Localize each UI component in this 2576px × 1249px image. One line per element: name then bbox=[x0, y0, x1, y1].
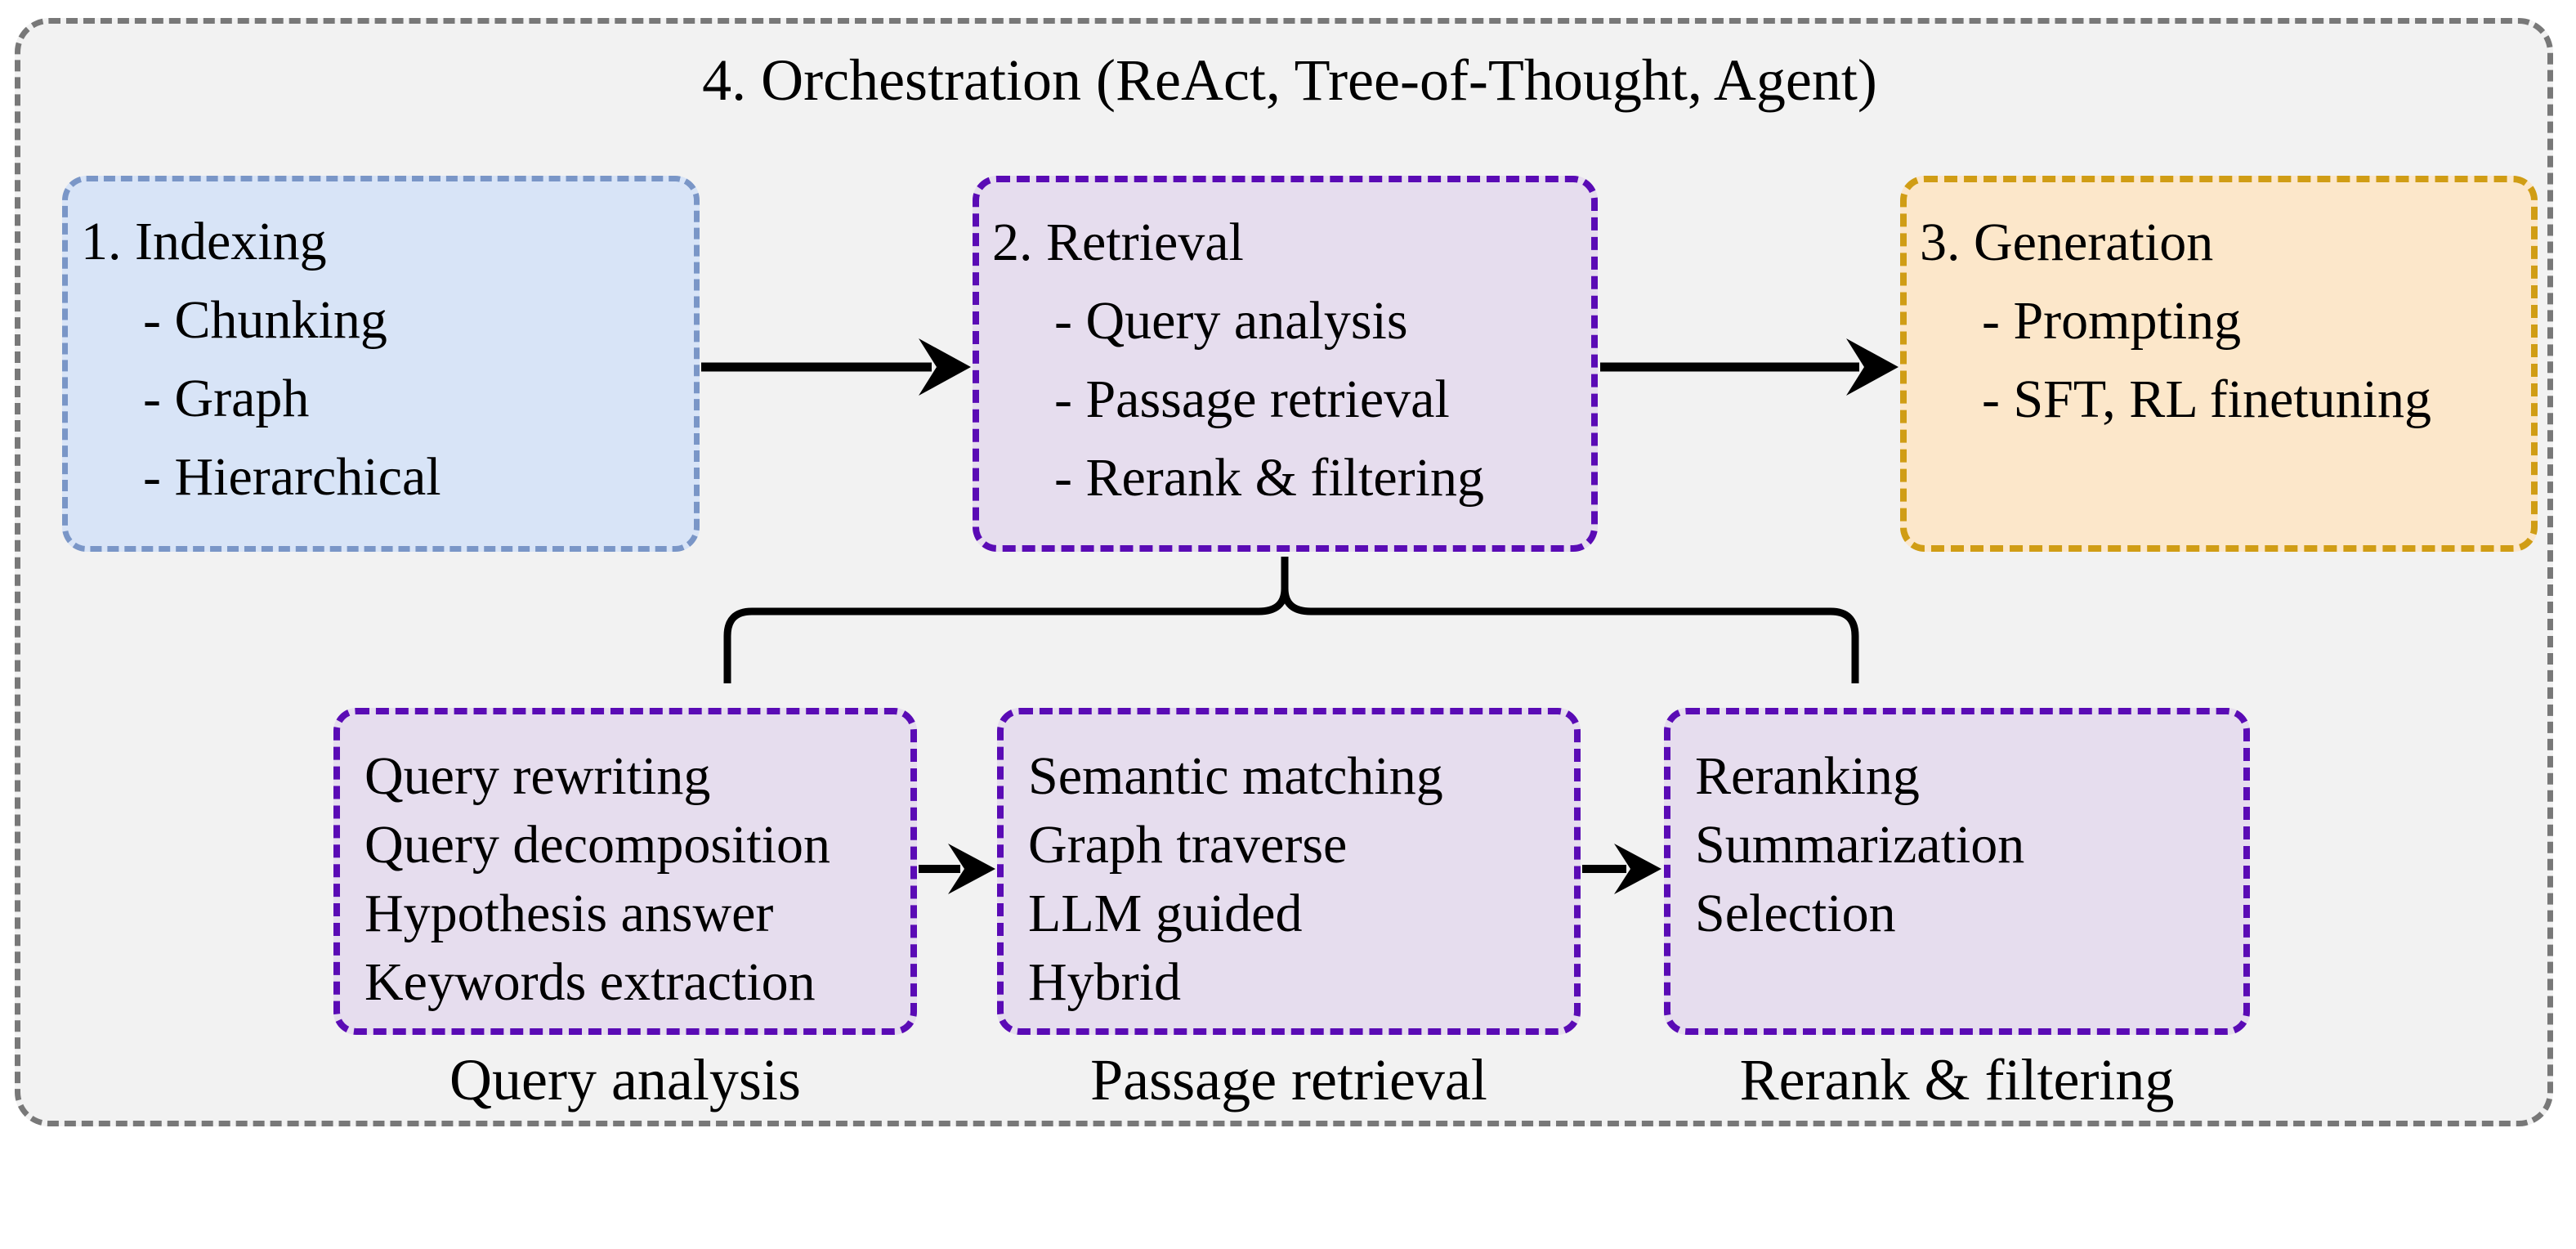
query-analysis-box: Query rewriting Query decomposition Hypo… bbox=[333, 708, 917, 1035]
split-bracket-icon bbox=[723, 557, 1859, 683]
right-arrow-icon bbox=[701, 338, 971, 396]
box-item: - Passage retrieval bbox=[1054, 369, 1450, 429]
sub-item: Reranking bbox=[1695, 746, 1920, 806]
box-item: - Hierarchical bbox=[143, 447, 441, 507]
generation-box: 3. Generation - Prompting - SFT, RL fine… bbox=[1900, 176, 2538, 552]
sub-item: Summarization bbox=[1695, 815, 2025, 875]
sub-item: Keywords extraction bbox=[364, 952, 816, 1012]
sub-item: Selection bbox=[1695, 884, 1896, 943]
box-item: - Graph bbox=[143, 369, 310, 428]
indexing-box: 1. Indexing - Chunking - Graph - Hierarc… bbox=[62, 176, 700, 552]
right-arrow-icon bbox=[919, 844, 995, 894]
diagram-title: 4. Orchestration (ReAct, Tree-of-Thought… bbox=[702, 47, 1877, 113]
sub-item: Semantic matching bbox=[1028, 746, 1443, 806]
sub-item: Graph traverse bbox=[1028, 815, 1348, 875]
box-label: 2. Retrieval bbox=[992, 213, 1244, 272]
box-label: 3. Generation bbox=[1920, 213, 2214, 272]
right-arrow-icon bbox=[1600, 338, 1898, 396]
retrieval-box: 2. Retrieval - Query analysis - Passage … bbox=[973, 176, 1598, 552]
box-item: - Query analysis bbox=[1054, 291, 1408, 351]
sub-item: LLM guided bbox=[1028, 884, 1303, 943]
caption-rerank-filtering: Rerank & filtering bbox=[1739, 1047, 2175, 1112]
box-item: - Chunking bbox=[143, 290, 387, 350]
sub-item: Hybrid bbox=[1028, 952, 1181, 1012]
passage-retrieval-box: Semantic matching Graph traverse LLM gui… bbox=[997, 708, 1581, 1035]
right-arrow-icon bbox=[1582, 844, 1661, 894]
sub-item: Query rewriting bbox=[364, 746, 711, 806]
box-item: - Rerank & filtering bbox=[1054, 448, 1485, 508]
sub-item: Hypothesis answer bbox=[364, 884, 774, 943]
box-item: - Prompting bbox=[1982, 291, 2242, 351]
box-item: - SFT, RL finetuning bbox=[1982, 369, 2431, 429]
caption-query-analysis: Query analysis bbox=[449, 1047, 801, 1112]
caption-passage-retrieval: Passage retrieval bbox=[1090, 1047, 1487, 1112]
sub-item: Query decomposition bbox=[364, 815, 831, 875]
rerank-filtering-box: Reranking Summarization Selection bbox=[1664, 708, 2250, 1035]
box-label: 1. Indexing bbox=[81, 212, 327, 271]
